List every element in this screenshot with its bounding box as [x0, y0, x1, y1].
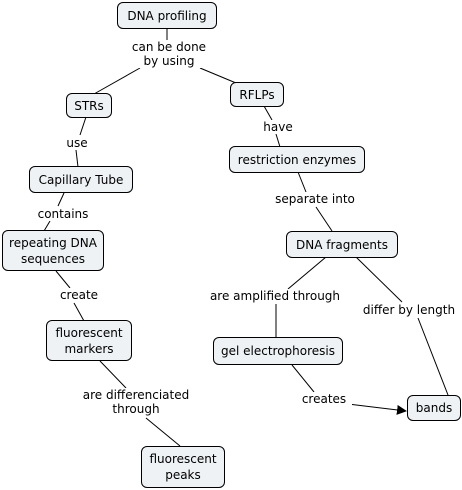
- node-rflps[interactable]: RFLPs: [230, 82, 284, 107]
- link-label-differ-by-length: differ by length: [358, 303, 460, 317]
- line-label-strs: [93, 67, 141, 95]
- node-fluorescent-peaks[interactable]: fluorescent peaks: [141, 446, 225, 488]
- line-fragments-amplified: [287, 256, 327, 290]
- line-repeating-create: [55, 270, 71, 289]
- link-label-are-differenciated: are differenciated through: [76, 388, 196, 416]
- node-bands[interactable]: bands: [407, 395, 461, 421]
- node-strs[interactable]: STRs: [66, 93, 112, 118]
- link-label-can-be-done: can be done by using: [124, 40, 214, 68]
- line-gel-creates: [291, 364, 315, 393]
- line-strs-use: [79, 116, 87, 136]
- line-markers-differenciated: [99, 360, 127, 389]
- node-dna-profiling[interactable]: DNA profiling: [117, 2, 217, 29]
- line-enzymes-separate: [297, 171, 307, 193]
- line-use-capillary: [75, 149, 79, 168]
- node-capillary-tube[interactable]: Capillary Tube: [29, 166, 133, 193]
- node-gel-electrophoresis[interactable]: gel electrophoresis: [213, 337, 343, 365]
- line-create-markers: [73, 302, 85, 322]
- link-label-contains: contains: [32, 207, 94, 221]
- node-repeating-dna[interactable]: repeating DNA sequences: [2, 230, 104, 271]
- node-restriction-enzymes[interactable]: restriction enzymes: [229, 146, 365, 173]
- line-separate-fragments: [315, 206, 333, 232]
- arrow-creates-bands: [347, 403, 407, 415]
- line-have-enzymes: [275, 133, 281, 148]
- line-fragments-differ: [355, 256, 403, 303]
- line-differ-bands: [417, 317, 449, 396]
- link-label-have: have: [258, 120, 298, 134]
- link-label-use: use: [61, 136, 93, 150]
- line-differenciated-peaks: [145, 417, 181, 447]
- link-label-are-amplified: are amplified through: [204, 289, 346, 303]
- line-rflps-have: [263, 105, 273, 121]
- node-fluorescent-markers[interactable]: fluorescent markers: [46, 320, 132, 361]
- link-label-create: create: [54, 288, 104, 302]
- line-capillary-contains: [57, 192, 65, 207]
- link-label-creates: creates: [296, 392, 352, 406]
- link-label-separate-into: separate into: [270, 192, 360, 206]
- line-label-rflps: [199, 67, 237, 84]
- node-dna-fragments[interactable]: DNA fragments: [286, 231, 398, 258]
- line-contains-repeating: [43, 220, 51, 232]
